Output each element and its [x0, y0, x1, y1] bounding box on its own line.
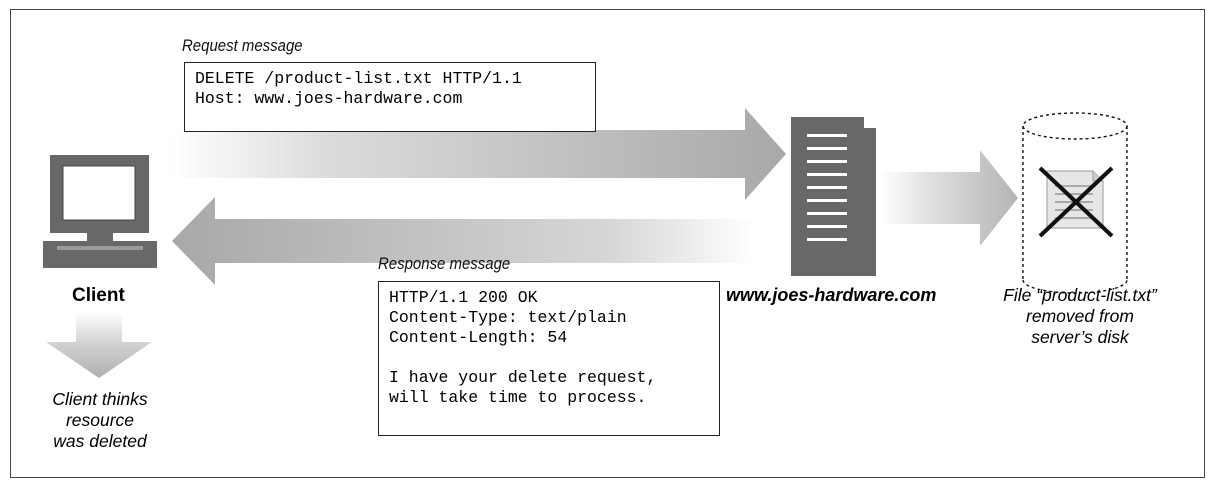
deleted-file-icon	[1038, 166, 1114, 238]
request-line-2: Host: www.joes-hardware.com	[195, 89, 463, 108]
response-line-4	[389, 348, 709, 368]
disk-note-line-1: File “product-list.txt”	[1003, 285, 1157, 305]
response-arrow	[172, 197, 755, 285]
response-line-5: I have your delete request,	[389, 368, 657, 387]
response-caption: Response message	[378, 254, 511, 273]
server-to-disk-arrow	[880, 150, 1018, 246]
response-line-6: will take time to process.	[389, 388, 647, 407]
computer-icon	[43, 155, 157, 268]
server-label: www.joes-hardware.com	[726, 285, 937, 305]
response-line-2: Content-Type: text/plain	[389, 308, 627, 327]
request-caption: Request message	[182, 36, 303, 55]
client-label: Client	[72, 285, 125, 306]
request-line-1: DELETE /product-list.txt HTTP/1.1	[195, 69, 522, 88]
client-note: Client thinks resource was deleted	[34, 389, 166, 452]
request-message-box: DELETE /product-list.txt HTTP/1.1 Host: …	[184, 62, 596, 132]
disk-note-line-2: removed from	[1026, 306, 1134, 326]
client-note-line-1: Client thinks	[52, 389, 148, 409]
disk-note-line-3: server’s disk	[1031, 327, 1129, 347]
client-note-line-3: was deleted	[53, 431, 147, 451]
client-note-line-2: resource	[65, 410, 135, 430]
server-icon	[791, 117, 876, 276]
response-line-1: HTTP/1.1 200 OK	[389, 288, 538, 307]
diagram-frame	[10, 9, 1205, 478]
response-message-box: HTTP/1.1 200 OK Content-Type: text/plain…	[378, 281, 720, 436]
response-line-3: Content-Length: 54	[389, 328, 568, 347]
client-down-arrow	[46, 312, 152, 378]
disk-cylinder-icon	[1022, 112, 1128, 294]
disk-note: File “product-list.txt” removed from ser…	[990, 285, 1170, 348]
